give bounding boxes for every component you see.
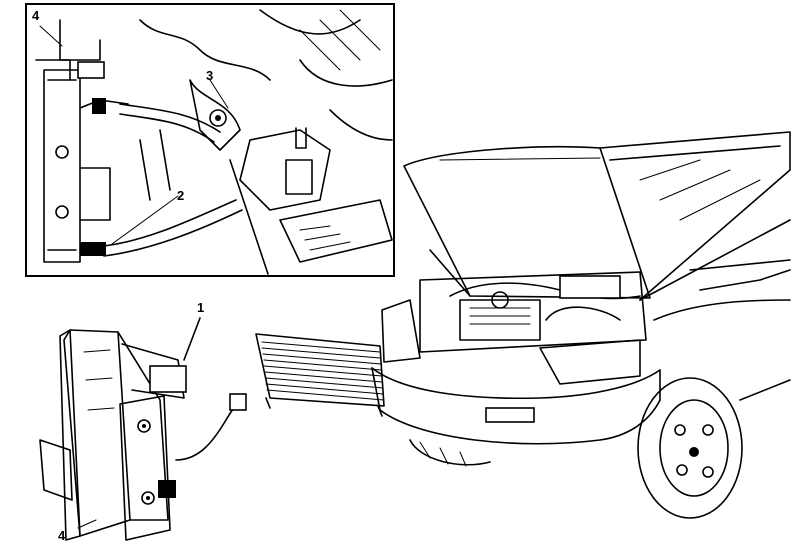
radiator-condenser xyxy=(255,333,385,417)
callout-inset-4: 4 xyxy=(32,8,40,23)
callout-main-1: 1 xyxy=(197,300,204,315)
minivan-open-hood xyxy=(371,131,791,519)
oil-cooler-assembly xyxy=(39,317,247,541)
detail-inset xyxy=(25,3,395,277)
callout-inset-2: 2 xyxy=(177,188,184,203)
callout-main-4: 4 xyxy=(58,528,66,543)
callout-inset-3: 3 xyxy=(206,68,213,83)
